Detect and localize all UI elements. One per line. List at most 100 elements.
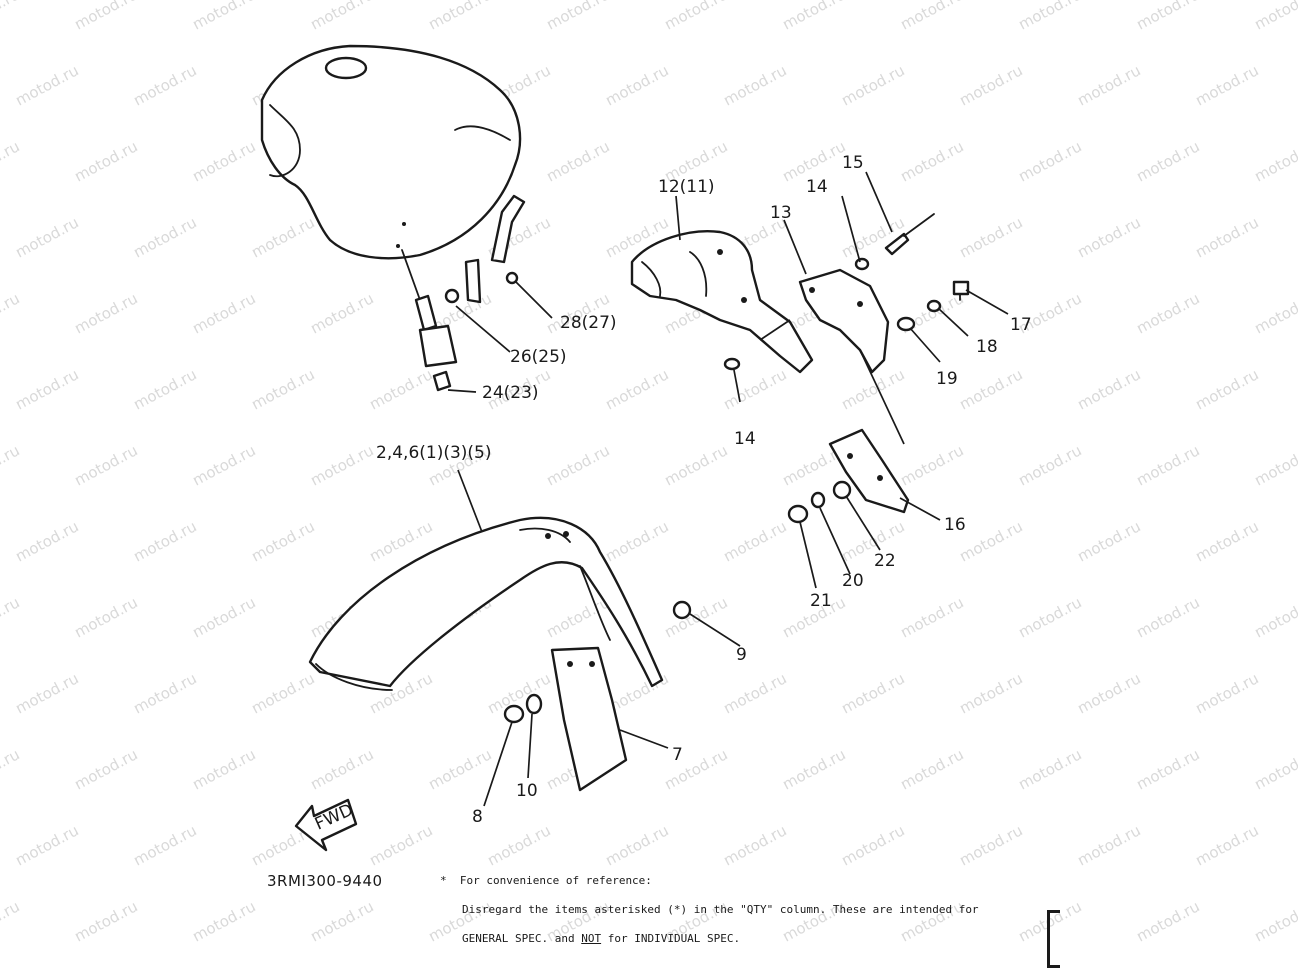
callout-8: 8 xyxy=(472,807,483,827)
watermark-text: motod.ru xyxy=(189,289,258,337)
watermark-text: motod.ru xyxy=(1015,441,1084,489)
note-intro: For convenience of reference: xyxy=(459,874,652,887)
watermark-text: motod.ru xyxy=(0,0,23,34)
watermark-text: motod.ru xyxy=(1251,137,1298,185)
watermark-text: motod.ru xyxy=(956,669,1025,717)
watermark-text: motod.ru xyxy=(1192,61,1261,109)
callout-2-4-6: 2,4,6(1)(3)(5) xyxy=(376,443,492,463)
watermark-text: motod.ru xyxy=(543,593,612,641)
mounting-bracket xyxy=(798,268,890,374)
watermark-text: motod.ru xyxy=(1251,0,1298,34)
watermark-text: motod.ru xyxy=(1133,745,1202,793)
callout-24-23: 24(23) xyxy=(482,383,539,403)
watermark-text: motod.ru xyxy=(248,669,317,717)
watermark-text: motod.ru xyxy=(838,669,907,717)
callout-9: 9 xyxy=(736,645,747,665)
watermark-text: motod.ru xyxy=(897,441,966,489)
watermark-text: motod.ru xyxy=(1251,593,1298,641)
asterisk-mark: * xyxy=(440,874,447,887)
watermark-text: motod.ru xyxy=(956,517,1025,565)
watermark-text: motod.ru xyxy=(307,745,376,793)
watermark-text: motod.ru xyxy=(956,213,1025,261)
watermark-text: motod.ru xyxy=(1133,441,1202,489)
collar-19 xyxy=(896,316,916,332)
watermark-text: motod.ru xyxy=(897,0,966,34)
watermark-text: motod.ru xyxy=(1074,821,1143,869)
watermark-layer: motod.ru motod.ru motod.ru motod.ru motod.ru… xyxy=(0,0,1298,946)
watermark-text: motod.ru xyxy=(0,441,23,489)
watermark-text: motod.ru xyxy=(0,289,23,337)
watermark-text: motod.ru xyxy=(12,669,81,717)
watermark-text: motod.ru xyxy=(71,137,140,185)
callout-10: 10 xyxy=(516,781,538,801)
callout-20: 20 xyxy=(842,571,864,591)
watermark-text: motod.ru xyxy=(1074,61,1143,109)
watermark-text: motod.ru xyxy=(1015,745,1084,793)
breather-hose xyxy=(464,194,526,304)
callout-19: 19 xyxy=(936,369,958,389)
watermark-text: motod.ru xyxy=(425,0,494,34)
note-line-3: GENERAL SPEC. and NOT for INDIVIDUAL SPE… xyxy=(462,932,740,945)
callout-15: 15 xyxy=(842,153,864,173)
leader-lines xyxy=(447,171,1009,807)
watermark-text: motod.ru xyxy=(1074,669,1143,717)
washer-20 xyxy=(810,491,826,509)
watermark-text: motod.ru xyxy=(248,517,317,565)
watermark-text: motod.ru xyxy=(130,61,199,109)
callout-18: 18 xyxy=(976,337,998,357)
watermark-text: motod.ru xyxy=(779,745,848,793)
diagram-code: 3RMI300-9440 xyxy=(267,872,383,890)
watermark-text: motod.ru xyxy=(1015,593,1084,641)
washer-18 xyxy=(926,299,942,313)
callout-13: 13 xyxy=(770,203,792,223)
watermark-text: motod.ru xyxy=(602,517,671,565)
watermark-text: motod.ru xyxy=(838,821,907,869)
watermark-text: motod.ru xyxy=(602,821,671,869)
watermark-text: motod.ru xyxy=(71,289,140,337)
watermark-text: motod.ru xyxy=(425,745,494,793)
watermark-text: motod.ru xyxy=(1074,213,1143,261)
washer-14-lower xyxy=(723,357,741,371)
watermark-text: motod.ru xyxy=(307,289,376,337)
watermark-text: motod.ru xyxy=(543,137,612,185)
note-individual: for INDIVIDUAL SPEC. xyxy=(601,932,741,945)
note-line-2: Disregard the items asterisked (*) in th… xyxy=(462,903,979,916)
watermark-text: motod.ru xyxy=(720,365,789,413)
nut-21 xyxy=(787,504,809,524)
watermark-text: motod.ru xyxy=(1251,897,1298,945)
watermark-text: motod.ru xyxy=(189,441,258,489)
watermark-text: motod.ru xyxy=(897,593,966,641)
watermark-text: motod.ru xyxy=(366,365,435,413)
watermark-text: motod.ru xyxy=(12,365,81,413)
number-plate-cowl xyxy=(630,230,814,374)
watermark-text: motod.ru xyxy=(1074,517,1143,565)
watermark-text: motod.ru xyxy=(720,669,789,717)
watermark-text: motod.ru xyxy=(543,441,612,489)
watermark-text: motod.ru xyxy=(956,821,1025,869)
callout-17: 17 xyxy=(1010,315,1032,335)
watermark-text: motod.ru xyxy=(661,0,730,34)
watermark-text: motod.ru xyxy=(0,745,23,793)
watermark-text: motod.ru xyxy=(248,365,317,413)
bolt-17 xyxy=(952,280,970,301)
watermark-text: motod.ru xyxy=(897,137,966,185)
callout-16: 16 xyxy=(944,515,966,535)
watermark-text: motod.ru xyxy=(1015,137,1084,185)
watermark-text: motod.ru xyxy=(307,441,376,489)
watermark-text: motod.ru xyxy=(779,0,848,34)
watermark-text: motod.ru xyxy=(189,897,258,945)
note-not: NOT xyxy=(581,932,602,945)
callout-labels: 12(11) 14 15 13 17 18 19 14 28(27) 26(25… xyxy=(376,153,1032,827)
watermark-text: motod.ru xyxy=(130,517,199,565)
watermark-text: motod.ru xyxy=(602,365,671,413)
callout-14-top: 14 xyxy=(806,177,828,197)
watermark-text: motod.ru xyxy=(12,61,81,109)
fuel-cock xyxy=(401,249,519,392)
callout-21: 21 xyxy=(810,591,832,611)
watermark-text: motod.ru xyxy=(130,669,199,717)
note-general: GENERAL SPEC. and xyxy=(462,932,582,945)
watermark-text: motod.ru xyxy=(1251,441,1298,489)
watermark-text: motod.ru xyxy=(71,593,140,641)
watermark-text: motod.ru xyxy=(71,441,140,489)
